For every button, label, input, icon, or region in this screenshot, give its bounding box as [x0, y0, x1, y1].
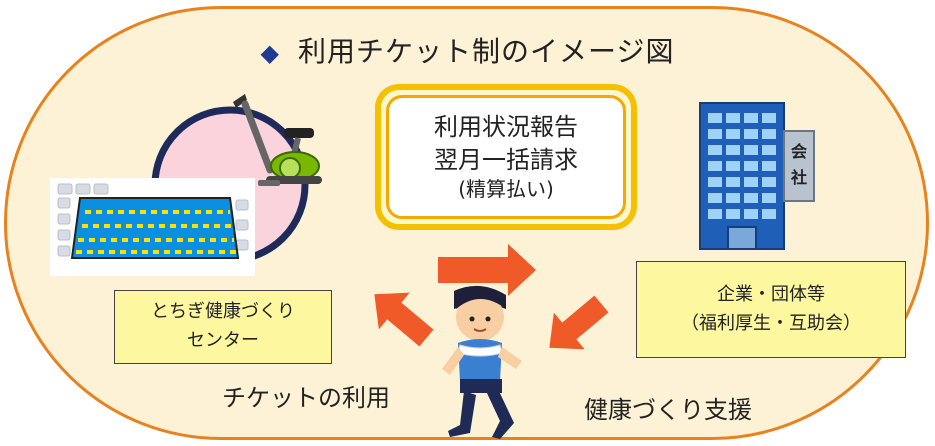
usage-report-text: 利用状況報告 — [434, 113, 578, 142]
running-person-illustration — [442, 285, 522, 439]
office-building-illustration: 会 社 — [699, 102, 815, 250]
billing-report-box-inner: 利用状況報告 翌月一括請求 (精算払い) — [386, 95, 626, 219]
health-center-name-line1: とちぎ健康づくり — [151, 301, 295, 323]
organization-box: 企業・団体等 （福利厚生・互助会） — [636, 261, 906, 358]
health-center-name-line2: センター — [187, 330, 259, 351]
organization-name: 企業・団体等 — [717, 283, 825, 305]
arrow-left-up-icon — [374, 292, 434, 347]
arrow-right-icon — [438, 244, 536, 296]
billing-report-box: 利用状況報告 翌月一括請求 (精算払い) — [375, 84, 637, 230]
diagram-title: ◆ 利用チケット制のイメージ図 — [0, 30, 935, 70]
facility-illustration-group — [50, 94, 322, 276]
diamond-icon: ◆ — [260, 39, 280, 67]
monthly-billing-text: 翌月一括請求 — [434, 145, 578, 174]
building-sign-top: 会 — [791, 142, 807, 161]
ticket-usage-caption: チケットの利用 — [222, 384, 390, 412]
organization-type: （福利厚生・互助会） — [681, 312, 861, 334]
arrow-left-down-icon — [549, 295, 609, 350]
exercise-bike-illustration — [233, 94, 322, 186]
pool-illustration — [50, 178, 255, 276]
settlement-payment-text: (精算払い) — [458, 176, 554, 201]
title-text: 利用チケット制のイメージ図 — [298, 35, 675, 68]
building-sign-bottom: 社 — [790, 168, 807, 187]
health-support-caption: 健康づくり支援 — [584, 396, 752, 424]
health-center-box: とちぎ健康づくり センター — [114, 290, 332, 364]
